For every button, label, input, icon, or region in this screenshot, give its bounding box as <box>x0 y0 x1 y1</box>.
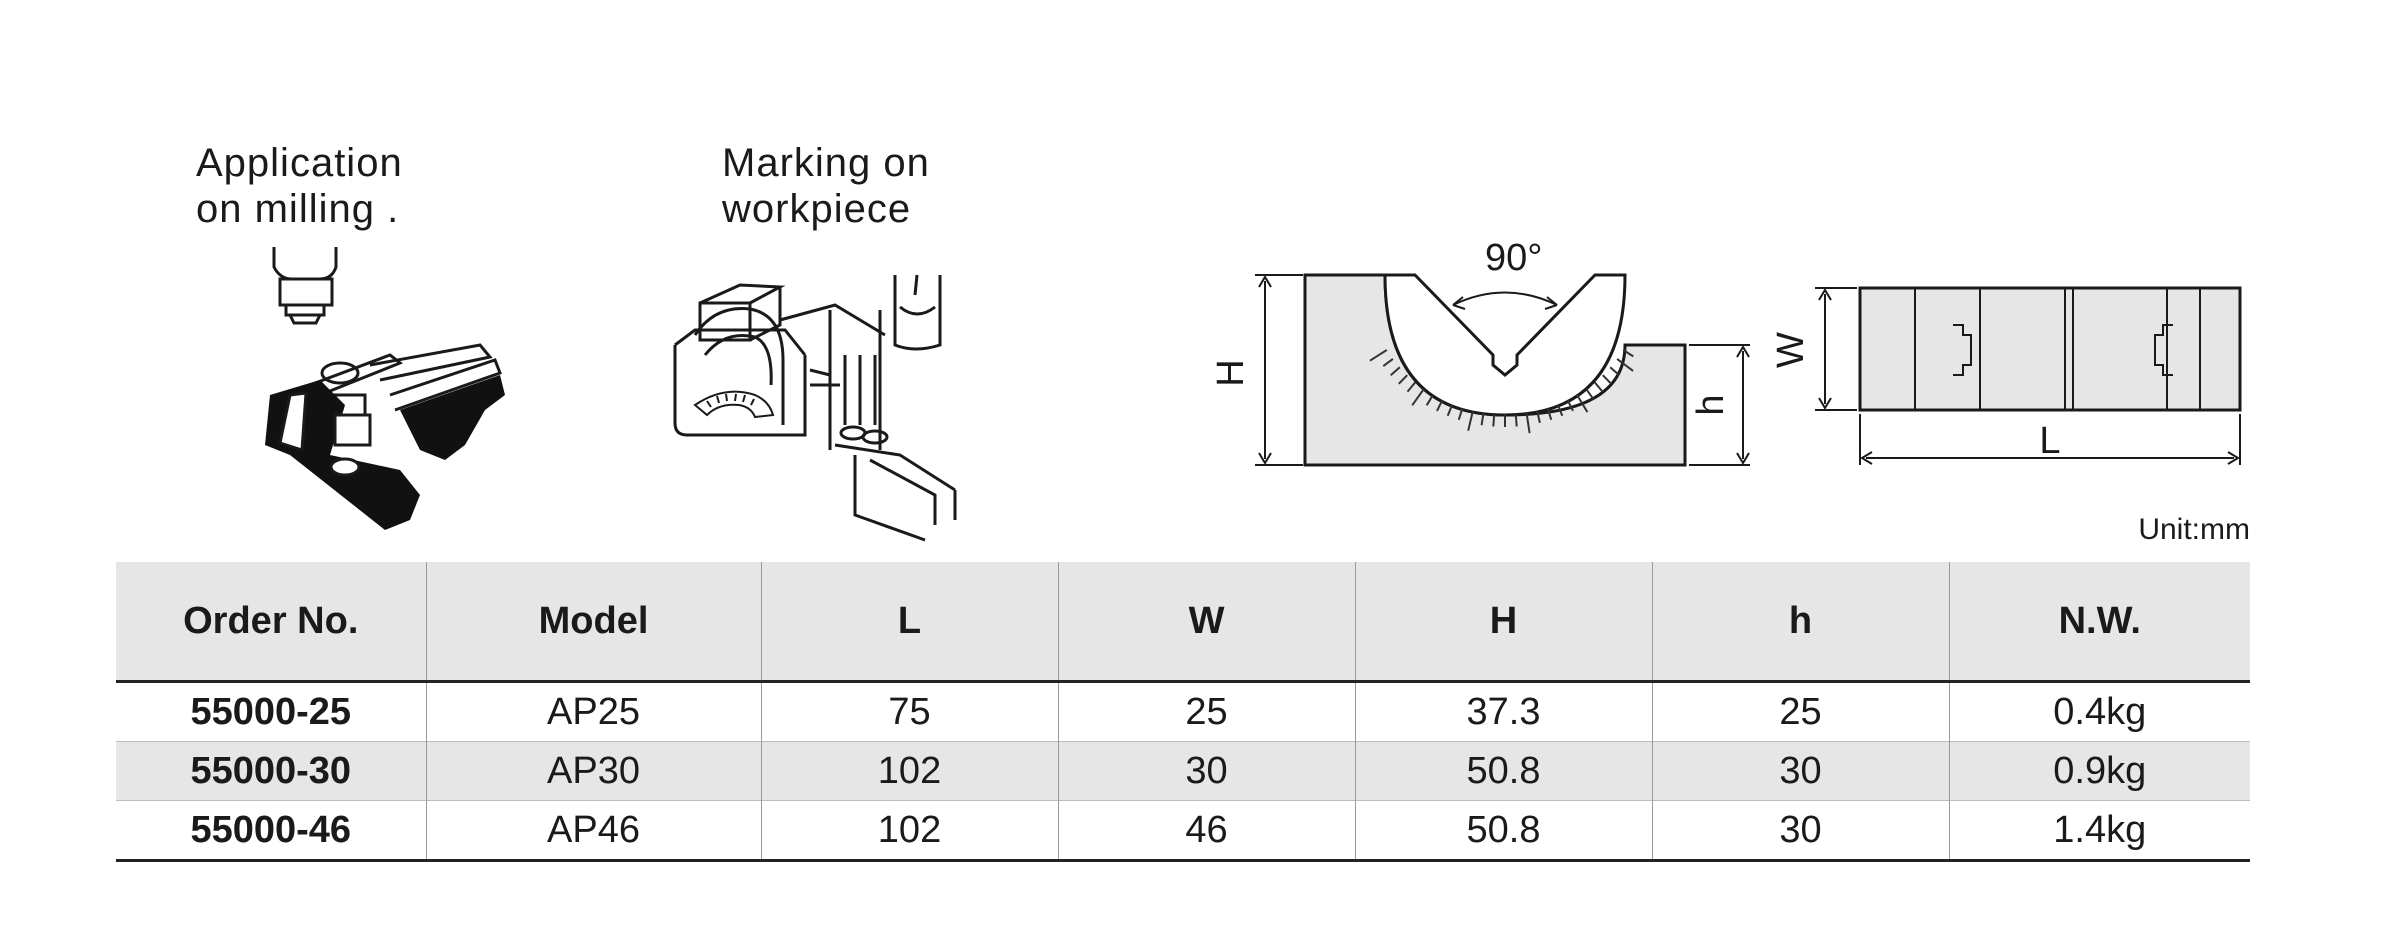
cell-order-no: 55000-25 <box>116 681 426 742</box>
header-h: h <box>1651 562 1949 683</box>
scale-tick <box>1369 349 1388 362</box>
cell-order-no: 55000-30 <box>116 741 426 801</box>
header-net-weight: N.W. <box>1948 562 2250 683</box>
cell-L: 102 <box>760 741 1058 801</box>
cell-h: 30 <box>1651 800 1949 861</box>
scale-tick <box>1492 414 1496 427</box>
dimension-L-label: L <box>2039 420 2060 462</box>
scale-tick <box>1467 410 1474 431</box>
cell-H: 50.8 <box>1354 800 1652 861</box>
side-view-drawing: W L <box>1770 286 2242 465</box>
scale-tick <box>1594 381 1604 393</box>
scale-tick <box>1382 358 1394 367</box>
unit-label: Unit:mm <box>2138 513 2250 546</box>
cell-model: AP25 <box>425 681 761 742</box>
cell-net-weight: 0.4kg <box>1948 681 2250 742</box>
marking-illustration <box>673 274 957 542</box>
scale-tick <box>1480 413 1485 426</box>
header-order-no: Order No. <box>116 562 426 683</box>
scale-tick <box>1609 366 1620 376</box>
specification-table: Order No. Model L W H h N.W. 55000-25 AP… <box>116 562 2250 862</box>
cell-h: 30 <box>1651 741 1949 801</box>
scale-tick <box>1406 381 1416 393</box>
scale-tick <box>1398 374 1408 385</box>
table-row: 55000-46 AP46 102 46 50.8 30 1.4kg <box>116 800 2250 861</box>
scale-tick <box>1425 394 1434 406</box>
scale-tick <box>1436 399 1444 412</box>
cell-net-weight: 1.4kg <box>1948 800 2250 861</box>
cell-W: 30 <box>1057 741 1355 801</box>
scale-tick <box>1585 388 1595 400</box>
cell-H: 37.3 <box>1354 681 1652 742</box>
scale-tick <box>1446 404 1454 417</box>
scale-tick <box>1546 408 1553 421</box>
cell-L: 75 <box>760 681 1058 742</box>
table-row: 55000-30 AP30 102 30 50.8 30 0.9kg <box>116 741 2250 801</box>
scale-tick <box>1457 408 1464 421</box>
header-L: L <box>760 562 1058 683</box>
cell-order-no: 55000-46 <box>116 800 426 861</box>
cell-W: 25 <box>1057 681 1355 742</box>
table-header-row: Order No. Model L W H h N.W. <box>116 562 2250 683</box>
front-view-drawing: 90° H h <box>1210 237 1750 467</box>
dimension-W-label: W <box>1770 332 1812 368</box>
dimension-h-label: h <box>1690 394 1732 415</box>
angle-label: 90° <box>1485 237 1542 279</box>
cell-net-weight: 0.9kg <box>1948 741 2250 801</box>
scale-tick <box>1390 366 1401 376</box>
table-row: 55000-25 AP25 75 25 37.3 25 0.4kg <box>116 681 2250 742</box>
cell-model: AP30 <box>425 741 761 801</box>
dimension-H-label: H <box>1210 359 1252 386</box>
cell-H: 50.8 <box>1354 741 1652 801</box>
scale-tick <box>1566 399 1574 412</box>
scale-tick <box>1556 404 1564 417</box>
milling-illustration <box>265 247 505 530</box>
cell-h: 25 <box>1651 681 1949 742</box>
angle-scale-ticks <box>1369 349 1634 434</box>
cell-model: AP46 <box>425 800 761 861</box>
header-W: W <box>1057 562 1355 683</box>
scale-tick <box>1622 349 1634 358</box>
scale-tick <box>1525 413 1531 434</box>
milling-caption: Application on milling . <box>196 141 403 231</box>
cell-W: 46 <box>1057 800 1355 861</box>
cell-L: 102 <box>760 800 1058 861</box>
header-model: Model <box>425 562 761 683</box>
scale-tick <box>1576 394 1589 413</box>
scale-tick <box>1411 388 1425 406</box>
scale-tick <box>1536 410 1541 424</box>
scale-tick <box>1602 374 1612 385</box>
marking-caption: Marking on workpiece <box>722 141 930 231</box>
header-H: H <box>1354 562 1652 683</box>
scale-tick <box>1616 358 1634 372</box>
scale-tick <box>1514 414 1518 427</box>
